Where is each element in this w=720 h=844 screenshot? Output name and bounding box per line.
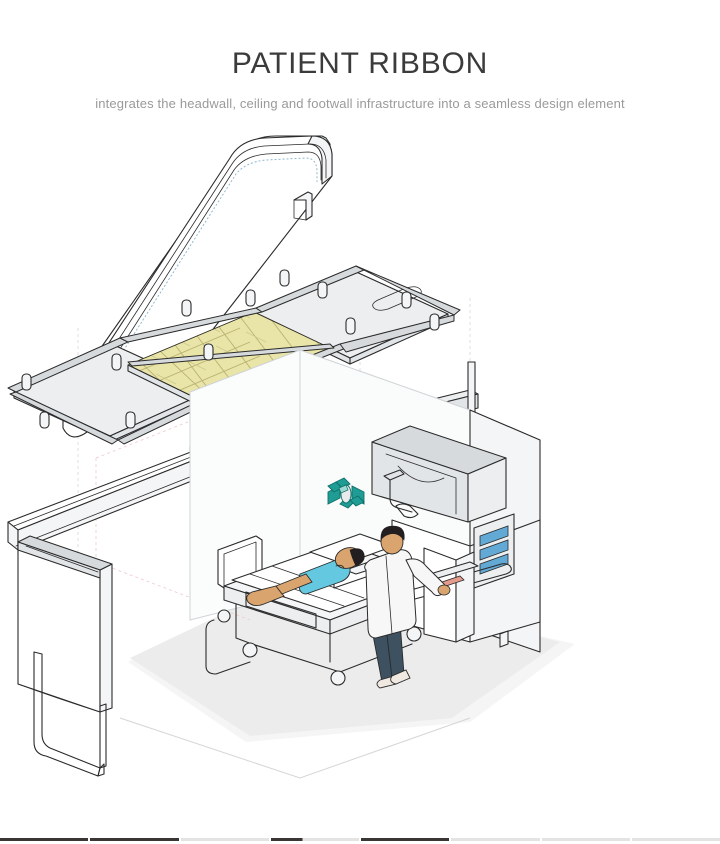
progress-segment[interactable]: [90, 838, 179, 841]
progress-segment[interactable]: [541, 838, 630, 841]
progress-segment[interactable]: [631, 838, 720, 841]
page-title: PATIENT RIBBON: [231, 47, 489, 80]
caregiver-figure: [364, 525, 451, 689]
ceiling-boom-arm: [383, 469, 419, 519]
slide-header: PATIENT RIBBON integrates the headwall, …: [0, 0, 720, 114]
progress-segment[interactable]: [0, 838, 89, 841]
exam-light-icon: [327, 477, 365, 509]
patient-room-illustration: .ln { fill:none; stroke:#2b2b2b; stroke-…: [0, 122, 720, 812]
footwall-panel: [17, 535, 113, 777]
page-subtitle: integrates the headwall, ceiling and foo…: [95, 96, 625, 111]
isometric-diagram: .ln { fill:none; stroke:#2b2b2b; stroke-…: [7, 135, 575, 779]
bed-casters: [217, 609, 422, 686]
progress-segment[interactable]: [361, 838, 450, 841]
patient-figure: [246, 547, 365, 607]
progress-segment[interactable]: [180, 838, 269, 841]
slide-progress-bar[interactable]: [0, 838, 720, 841]
progress-segment[interactable]: [451, 838, 540, 841]
progress-segment[interactable]: [270, 838, 359, 841]
